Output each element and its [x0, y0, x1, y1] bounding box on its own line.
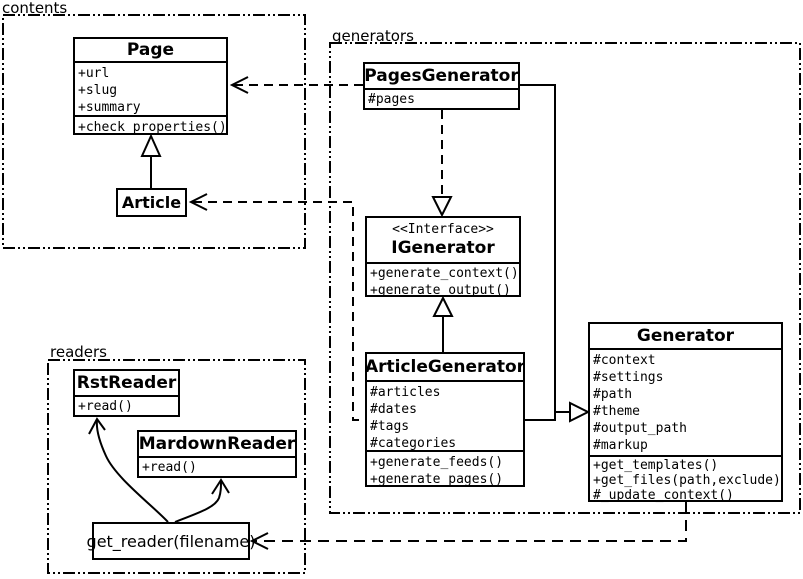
edge-generator-to-getreader-dependency — [249, 502, 687, 550]
method: +read() — [78, 399, 133, 414]
class-box-articlegenerator: ArticleGenerator #articles #dates #tags … — [365, 352, 525, 487]
method: +get_templates() — [593, 458, 719, 473]
class-name-page: Page — [75, 39, 226, 63]
methods-mardownreader: +read() — [139, 458, 295, 476]
attribute: #settings — [593, 370, 664, 385]
class-name-articlegenerator: ArticleGenerator — [365, 354, 525, 382]
class-name-article: Article — [121, 193, 182, 212]
attribute: #markup — [593, 438, 648, 453]
attributes-generator: #context #settings #path #theme #output_… — [590, 350, 781, 457]
method: +check_properties() — [78, 120, 226, 135]
package-label-contents: contents — [2, 0, 68, 17]
attribute: #pages — [368, 92, 415, 107]
class-name-generator: Generator — [590, 324, 781, 350]
attribute: +url — [78, 66, 110, 81]
attribute: #tags — [370, 419, 410, 434]
attribute: #categories — [370, 436, 457, 451]
methods-generator: +get_templates() +get_files(path,exclude… — [590, 457, 781, 504]
class-name-mardownreader: MardownReader — [139, 432, 295, 458]
edge-getreader-to-mardownreader — [174, 478, 230, 523]
edge-pagesgenerator-to-page-dependency — [229, 76, 363, 94]
method: +get_files(path,exclude) — [593, 473, 781, 488]
attribute: +summary — [78, 100, 141, 115]
function-box-get-reader: get_reader(filename) — [87, 522, 255, 560]
attribute: #output_path — [593, 421, 687, 436]
attribute: #context — [593, 353, 656, 368]
methods-page: +check_properties() — [75, 117, 226, 137]
class-box-page: Page +url +slug +summary +check_properti… — [73, 37, 228, 135]
attributes-page: +url +slug +summary — [75, 63, 226, 117]
methods-igenerator: +generate_context() +generate_output() — [367, 264, 519, 297]
class-name-pagesgenerator: PagesGenerator — [364, 64, 519, 90]
edge-generators-to-generator-inheritance — [520, 84, 591, 423]
method: +generate_context() — [370, 266, 519, 281]
package-label-generators: generators — [332, 27, 414, 45]
edge-articlegenerator-to-igenerator-realization — [432, 295, 454, 352]
class-box-igenerator: <<Interface>> IGenerator +generate_conte… — [365, 216, 521, 297]
method: +generate_output() — [370, 283, 511, 297]
class-name-igenerator: IGenerator — [391, 238, 495, 258]
class-box-mardownreader: MardownReader +read() — [137, 430, 297, 478]
class-box-generator: Generator #context #settings #path #them… — [588, 322, 783, 504]
class-box-pagesgenerator: PagesGenerator #pages — [363, 62, 520, 110]
edge-pagesgenerator-to-igenerator-realization — [431, 110, 453, 218]
function-label: get_reader(filename) — [86, 531, 256, 551]
attributes-pagesgenerator: #pages — [365, 90, 518, 108]
attributes-articlegenerator: #articles #dates #tags #categories — [367, 382, 523, 452]
methods-articlegenerator: +generate_feeds() +generate_pages() — [367, 452, 523, 485]
attribute: #articles — [370, 385, 441, 400]
package-border-readers — [47, 359, 306, 574]
package-border-generators — [329, 42, 801, 514]
edge-getreader-to-rstreader — [88, 417, 169, 523]
package-border-contents — [2, 14, 306, 249]
methods-rstreader: +read() — [75, 397, 178, 415]
attribute: +slug — [78, 83, 118, 98]
attribute: #path — [593, 387, 633, 402]
attribute: #theme — [593, 404, 640, 419]
attribute: #dates — [370, 402, 417, 417]
class-name-rstreader: RstReader — [75, 371, 178, 397]
stereotype-interface: <<Interface>> — [392, 222, 494, 237]
edge-articlegenerator-to-article-dependency — [188, 193, 365, 421]
class-header-igenerator: <<Interface>> IGenerator — [367, 218, 519, 264]
method: #_update_context() — [593, 488, 734, 503]
class-box-rstreader: RstReader +read() — [73, 369, 180, 417]
method: +read() — [142, 460, 197, 475]
class-box-article: Article — [116, 188, 187, 217]
method: +generate_pages() — [370, 472, 504, 485]
method: +generate_feeds() — [370, 455, 504, 470]
edge-article-to-page-inheritance — [140, 133, 162, 188]
package-label-readers: readers — [50, 343, 107, 361]
